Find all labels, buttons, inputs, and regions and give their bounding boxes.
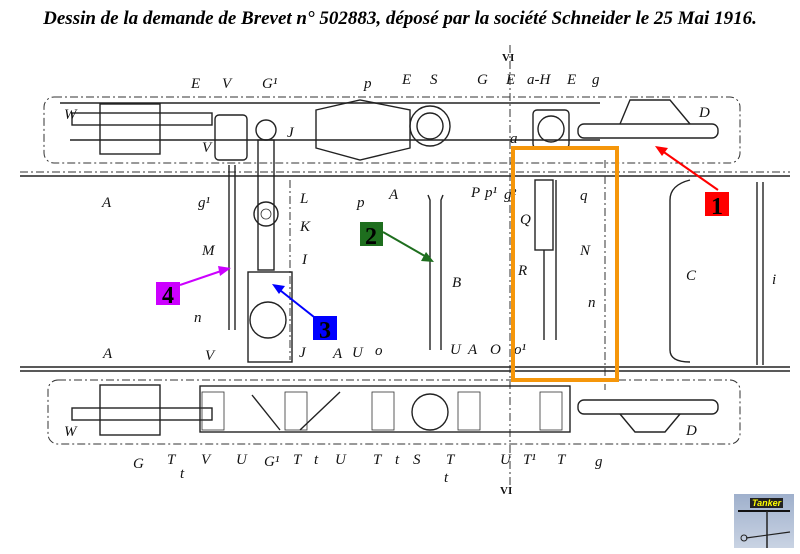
label: q xyxy=(580,188,588,204)
label: A xyxy=(388,187,399,203)
label: G xyxy=(133,456,144,472)
annotation-4: 4 xyxy=(156,266,231,309)
label: g xyxy=(592,72,600,88)
label: K xyxy=(299,219,311,235)
label: V xyxy=(222,76,233,92)
label: E xyxy=(505,72,515,88)
annotation-number: 2 xyxy=(365,224,377,250)
highlight-box xyxy=(511,146,619,382)
label: E xyxy=(566,72,576,88)
annotation-3: 3 xyxy=(272,284,337,344)
label: g xyxy=(595,454,603,470)
label: Q xyxy=(520,212,531,228)
label: T xyxy=(293,452,303,468)
label: A xyxy=(332,346,343,362)
label: A xyxy=(101,195,112,211)
section-marker: VI xyxy=(502,52,514,64)
label: V xyxy=(202,140,213,156)
label: a xyxy=(510,131,518,147)
figure-title: Dessin de la demande de Brevet n° 502883… xyxy=(43,8,757,29)
label: S xyxy=(430,72,438,88)
label: T xyxy=(373,452,383,468)
label: R xyxy=(517,263,527,279)
section-marker: VI xyxy=(500,485,512,497)
label: E xyxy=(190,76,200,92)
label: o¹ xyxy=(514,342,527,358)
label: o xyxy=(375,343,383,359)
label: S xyxy=(413,452,421,468)
label: p xyxy=(356,195,365,211)
label: N xyxy=(579,243,591,259)
label: V xyxy=(205,348,216,364)
label: A xyxy=(102,346,113,362)
top-track xyxy=(20,96,790,177)
label: P xyxy=(470,185,480,201)
label: T xyxy=(167,452,177,468)
label: D xyxy=(698,105,710,121)
annotation-2: 2 xyxy=(360,222,434,262)
annotation-number: 3 xyxy=(319,318,331,344)
label: U xyxy=(500,452,512,468)
reference-labels: E V G¹ p E S G E a-H E g D W V J a A g¹ … xyxy=(64,52,776,497)
label: G xyxy=(477,72,488,88)
label: p xyxy=(363,76,372,92)
label: U xyxy=(450,342,462,358)
label: T¹ xyxy=(523,452,536,468)
label: U xyxy=(352,345,364,361)
label: U xyxy=(335,452,347,468)
label: L xyxy=(299,191,308,207)
label: G¹ xyxy=(262,76,278,92)
label: i xyxy=(772,272,776,288)
label: t xyxy=(180,466,185,482)
label: a-H xyxy=(527,72,551,88)
label: W xyxy=(64,107,78,123)
label: n xyxy=(588,295,596,311)
label: J xyxy=(299,345,307,361)
label: U xyxy=(236,452,248,468)
bottom-track xyxy=(20,366,790,445)
label: T xyxy=(446,452,456,468)
label: D xyxy=(685,423,697,439)
label: C xyxy=(686,268,697,284)
label: W xyxy=(64,424,78,440)
label: t xyxy=(395,452,400,468)
logo-text: Tanker xyxy=(750,498,784,508)
label: G¹ xyxy=(264,454,280,470)
label: p¹ xyxy=(484,185,498,201)
label: B xyxy=(452,275,461,291)
label: O xyxy=(490,342,501,358)
label: t xyxy=(314,452,319,468)
label: T xyxy=(557,452,567,468)
label: n xyxy=(194,310,202,326)
annotation-number: 4 xyxy=(162,283,174,309)
label: J xyxy=(287,125,295,141)
weathervane-icon xyxy=(738,510,791,548)
label: I xyxy=(301,252,308,268)
annotation-1: 1 xyxy=(655,146,729,220)
label: t xyxy=(444,470,449,486)
label: g¹ xyxy=(198,195,211,211)
label: E xyxy=(401,72,411,88)
label: A xyxy=(467,342,478,358)
annotation-number: 1 xyxy=(711,194,723,220)
label: M xyxy=(201,243,216,259)
label: V xyxy=(201,452,212,468)
tanker-logo: Tanker xyxy=(734,494,794,548)
frame-verticals xyxy=(228,45,764,490)
